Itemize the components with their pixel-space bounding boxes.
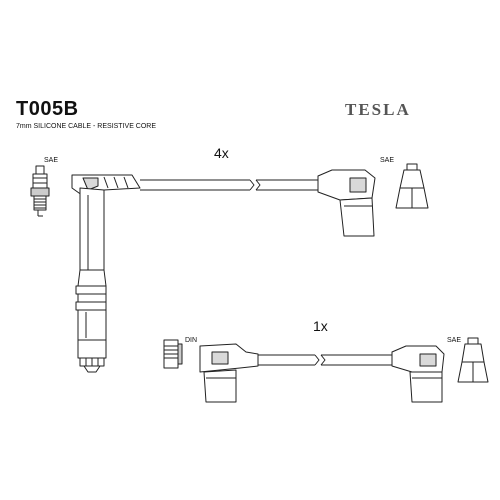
din-label: DIN [185, 337, 198, 344]
din-connector-icon [163, 339, 183, 369]
cable-spec: 7mm SILICONE CABLE - RESISTIVE CORE [16, 123, 157, 130]
sae-top-right-label: SAE [380, 157, 395, 164]
plug-connector-long [71, 174, 141, 373]
brand-logo: TESLA [345, 100, 411, 119]
angled-boot-bottom-left [199, 343, 259, 403]
sae-terminal-icon-lower [457, 337, 489, 383]
cable-upper [140, 179, 318, 191]
spark-plug-icon [30, 165, 50, 217]
quantity-1x: 1x [313, 318, 328, 334]
part-number: T005B [16, 98, 79, 120]
angled-boot-top-right [317, 169, 376, 237]
sae-terminal-icon [395, 163, 429, 209]
quantity-4x: 4x [214, 145, 229, 161]
sae-plug-label: SAE [44, 157, 59, 164]
cable-lower [258, 354, 392, 366]
angled-boot-bottom-right [391, 345, 445, 403]
sae-bottom-right-label: SAE [447, 337, 462, 344]
